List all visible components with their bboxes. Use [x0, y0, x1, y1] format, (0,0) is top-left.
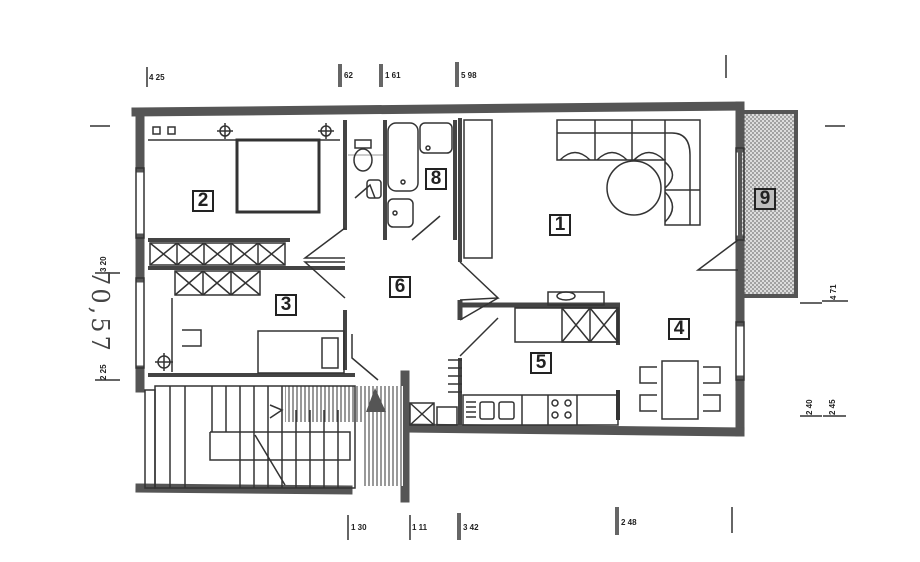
dimension-ticks [90, 55, 848, 540]
room-label-1: 1 [549, 214, 571, 236]
dimension-bottom-1: 1 30 [351, 523, 367, 532]
dimension-right-3: 2 45 [828, 399, 837, 415]
dimension-top-4: 5 98 [461, 71, 477, 80]
dimension-right-1: 4 71 [829, 284, 838, 300]
balcony [738, 110, 798, 298]
door-swings [302, 183, 739, 381]
room-label-2: 2 [192, 190, 214, 212]
living-room-furniture [463, 119, 701, 259]
dining-table [639, 360, 721, 420]
small-bedroom-furniture [155, 298, 345, 374]
exterior-walls [131, 101, 745, 503]
wardrobes [149, 242, 286, 296]
dimension-bottom-3: 3 42 [463, 523, 479, 532]
dimension-top-1: 4 25 [149, 73, 165, 82]
stair-up-arrow-icon [366, 388, 386, 412]
room-label-4: 4 [668, 318, 690, 340]
dimension-top-2: 62 [344, 71, 353, 80]
windows [135, 147, 745, 489]
room-label-8: 8 [425, 168, 447, 190]
staircase [154, 385, 403, 489]
room-label-6: 6 [389, 276, 411, 298]
room-label-3: 3 [275, 294, 297, 316]
bathroom-fixtures [348, 122, 453, 228]
room-label-9: 9 [754, 188, 776, 210]
room-label-5: 5 [530, 352, 552, 374]
dimension-left-2: 2 25 [99, 364, 108, 380]
dimension-bottom-4: 2 48 [621, 518, 637, 527]
dimension-right-2: 2 40 [805, 399, 814, 415]
handwritten-area-note: 70,57 [85, 270, 114, 354]
dimension-bottom-2: 1 11 [412, 523, 428, 532]
bedroom-furniture [148, 123, 340, 214]
dimension-top-3: 1 61 [385, 71, 401, 80]
kitchen-fixtures [409, 291, 620, 426]
